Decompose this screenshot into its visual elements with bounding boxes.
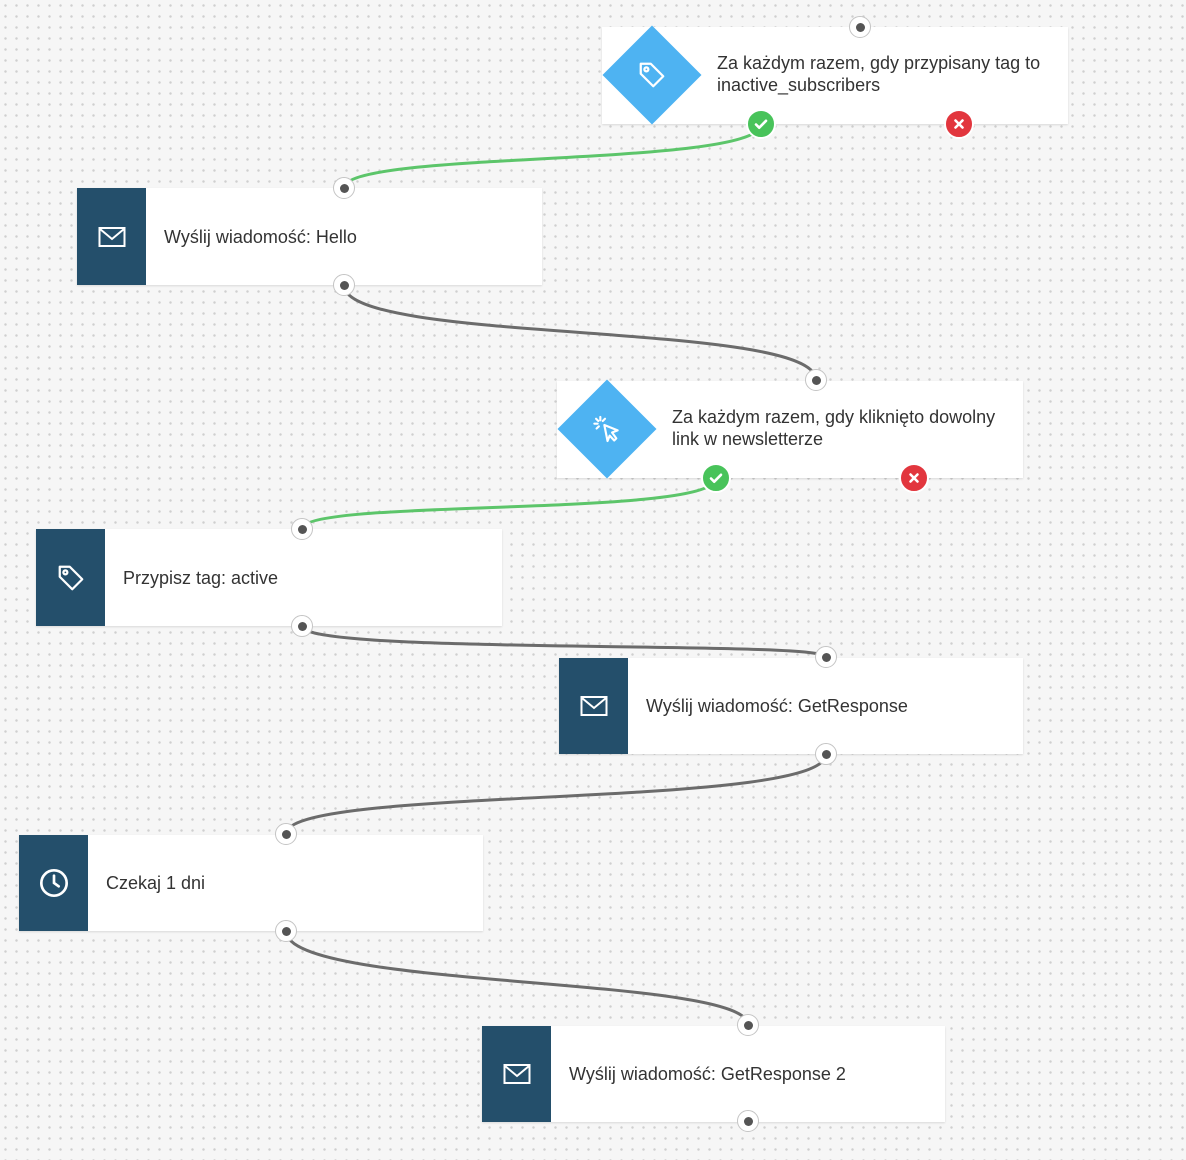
assign-tag-icon-block <box>36 529 105 626</box>
trigger-click-yes-branch[interactable] <box>701 463 731 493</box>
send-message-getresponse-card[interactable]: Wyślij wiadomość: GetResponse <box>559 658 1023 754</box>
click-cursor-icon <box>583 405 631 453</box>
wire-assign-tag-to-send-getresponse <box>300 624 828 659</box>
assign-tag-output-port[interactable] <box>291 615 313 637</box>
trigger-tag-yes-branch[interactable] <box>746 109 776 139</box>
wire-wait-to-send-getresponse-2 <box>284 930 750 1026</box>
assign-tag-active-label: Przypisz tag: active <box>123 567 279 588</box>
send-getresponse-input-port[interactable] <box>815 646 837 668</box>
envelope-icon <box>580 696 607 716</box>
wait-label: Czekaj 1 dni <box>106 873 206 893</box>
send-message-hello-label: Wyślij wiadomość: Hello <box>164 226 357 247</box>
send-getresponse-icon-block <box>559 658 628 754</box>
send-message-hello-card[interactable]: Wyślij wiadomość: Hello <box>77 188 542 285</box>
envelope-icon <box>98 226 125 247</box>
x-icon <box>909 473 919 483</box>
x-icon <box>954 119 964 129</box>
wire-send-getresponse-to-wait <box>284 753 828 835</box>
tag-icon <box>58 565 83 590</box>
trigger-click-no-branch[interactable] <box>899 463 929 493</box>
wait-icon-block <box>19 835 88 931</box>
wait-input-port[interactable] <box>275 823 297 845</box>
envelope-icon <box>503 1064 530 1084</box>
trigger-click-input-port[interactable] <box>805 369 827 391</box>
send-hello-output-port[interactable] <box>333 274 355 296</box>
send-message-getresponse-label: Wyślij wiadomość: GetResponse <box>646 696 908 716</box>
tag-icon <box>628 51 676 99</box>
wire-trigger-tag-yes-to-send-hello <box>342 123 763 189</box>
send-getresponse-2-output-port[interactable] <box>737 1110 759 1132</box>
trigger-tag-assigned-label: Za każdym razem, gdy przypisany tag to i… <box>717 53 1041 95</box>
assign-tag-input-port[interactable] <box>291 518 313 540</box>
trigger-tag-input-port[interactable] <box>849 16 871 38</box>
send-hello-input-port[interactable] <box>333 177 355 199</box>
check-icon <box>709 473 723 483</box>
wait-card[interactable]: Czekaj 1 dni <box>19 835 483 931</box>
send-message-hello-icon-block <box>77 188 146 285</box>
send-getresponse-2-input-port[interactable] <box>737 1014 759 1036</box>
wait-output-port[interactable] <box>275 920 297 942</box>
wire-trigger-click-yes-to-assign-tag <box>300 477 718 530</box>
trigger-tag-no-branch[interactable] <box>944 109 974 139</box>
send-message-getresponse-2-card[interactable]: Wyślij wiadomość: GetResponse 2 <box>482 1026 945 1122</box>
assign-tag-active-card[interactable]: Przypisz tag: active <box>36 529 502 626</box>
send-getresponse-2-icon-block <box>482 1026 551 1122</box>
trigger-link-clicked-card[interactable]: Za każdym razem, gdy kliknięto dowolny l… <box>557 381 1023 478</box>
check-icon <box>754 119 768 129</box>
send-message-getresponse-2-label: Wyślij wiadomość: GetResponse 2 <box>569 1064 846 1084</box>
trigger-link-clicked-label: Za każdym razem, gdy kliknięto dowolny l… <box>672 407 996 449</box>
send-getresponse-output-port[interactable] <box>815 743 837 765</box>
clock-icon <box>39 869 68 897</box>
wire-send-hello-to-trigger-click <box>342 284 818 381</box>
